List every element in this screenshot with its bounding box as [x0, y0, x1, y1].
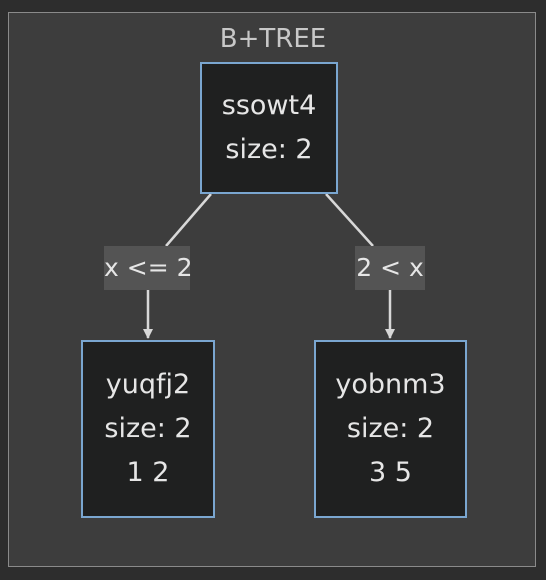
node-root: ssowt4 size: 2	[200, 62, 338, 194]
edge-label-right: 2 < x	[355, 246, 425, 290]
node-right-leaf: yobnm3 size: 2 3 5	[314, 340, 467, 518]
edge-label-left: x <= 2	[104, 246, 193, 290]
node-root-size: size: 2	[225, 134, 313, 165]
node-right-size: size: 2	[346, 413, 435, 444]
node-root-name: ssowt4	[221, 90, 317, 121]
edge-line-root-to-right-upper	[325, 193, 374, 247]
node-left-size: size: 2	[104, 413, 192, 444]
node-right-keys: 3 5	[369, 457, 412, 488]
diagram-title: B+TREE	[219, 24, 327, 54]
node-left-keys: 1 2	[126, 457, 170, 488]
node-right-name: yobnm3	[335, 369, 446, 400]
edge-line-root-to-left-upper	[165, 193, 212, 247]
node-left-leaf: yuqfj2 size: 2 1 2	[81, 340, 215, 518]
node-left-name: yuqfj2	[105, 369, 191, 400]
